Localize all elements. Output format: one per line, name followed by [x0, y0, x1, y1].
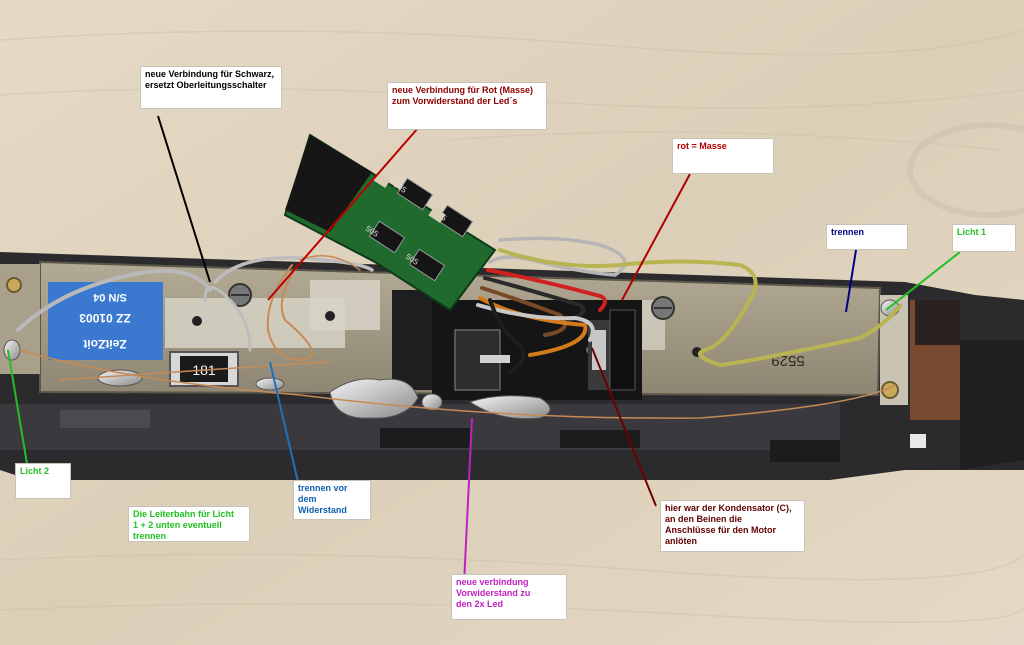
- wires: [16, 236, 902, 419]
- annotation-schwarz: neue Verbindung für Schwarz, ersetzt Obe…: [140, 66, 282, 109]
- sticker-text-3: S/N 04: [92, 291, 127, 303]
- solder-joints: [3, 299, 900, 420]
- sticker-text-1: ZeitZoit: [83, 337, 126, 351]
- glass-reflection: [907, 122, 1024, 218]
- annotation-rot-masse: rot = Masse: [672, 138, 774, 174]
- annotation-trennen: trennen: [826, 224, 908, 250]
- annotation-rot-masse-vorwiderstand: neue Verbindung für Rot (Masse) zum Vorw…: [387, 82, 547, 130]
- pointer-lines: [7, 115, 961, 585]
- annotation-trennen-widerstand: trennen vor dem Widerstand: [293, 480, 371, 520]
- sticker-text-2: ZZ 01003: [79, 311, 131, 325]
- annotation-licht-2: Licht 2: [15, 463, 71, 499]
- motor-area: [454, 309, 636, 391]
- decoder-sticker: ZeitZoit ZZ 01003 S/N 04: [48, 282, 163, 360]
- annotation-kondensator: hier war der Kondensator (C), an den Bei…: [660, 500, 805, 552]
- annotation-vorwiderstand-led: neue verbindung Vorwiderstand zu den 2x …: [451, 574, 567, 620]
- annotation-licht-1: Licht 1: [952, 224, 1016, 252]
- decoder-board: 505 505 505 505: [283, 133, 497, 312]
- annotation-leiterbahn: Die Leiterbahn für Licht 1 + 2 unten eve…: [128, 506, 250, 542]
